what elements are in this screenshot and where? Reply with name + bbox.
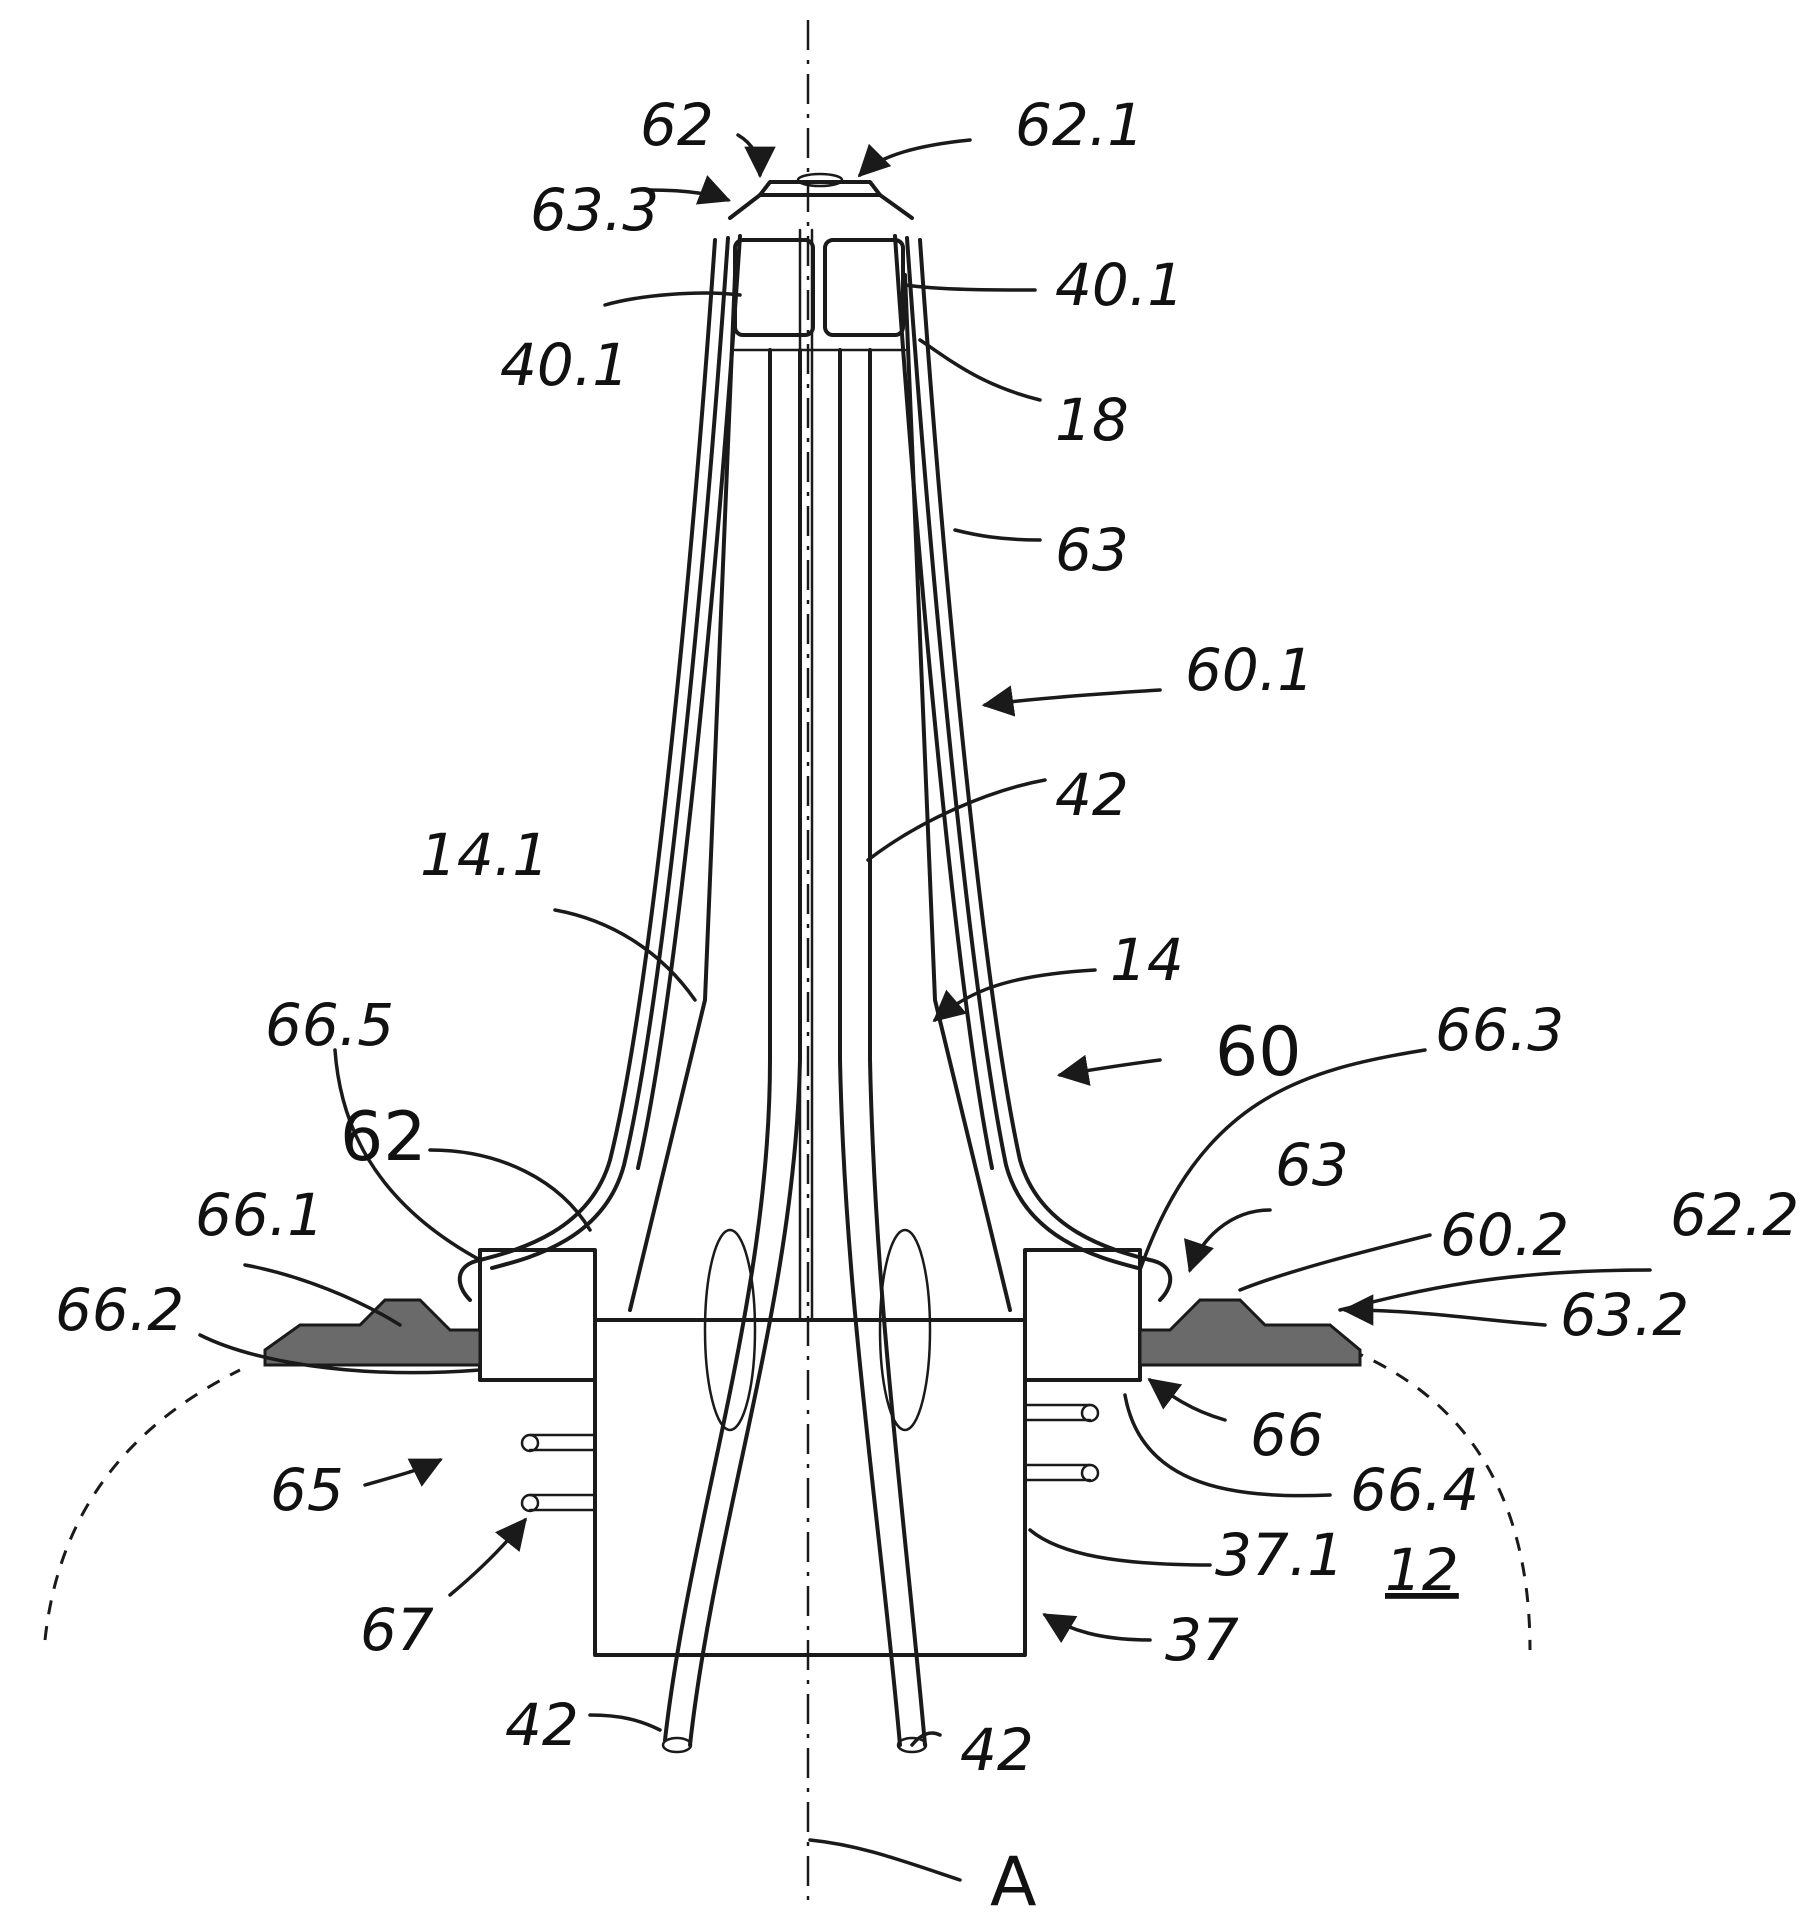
label-66-5: 66.5 [265, 991, 394, 1059]
label-A: A [990, 1843, 1037, 1922]
label-14-1: 14.1 [420, 821, 549, 889]
label-66-3: 66.3 [1435, 996, 1564, 1064]
housing-outline-dashed [45, 1370, 240, 1640]
label-42-right: 42 [960, 1716, 1034, 1784]
label-66-2: 66.2 [55, 1276, 184, 1344]
label-14: 14 [1110, 926, 1184, 994]
label-12: 12 [1385, 1536, 1459, 1604]
label-67: 67 [360, 1596, 434, 1664]
label-62-1: 62.1 [1015, 91, 1144, 159]
studs [522, 1405, 1098, 1511]
label-60: 60 [1215, 1013, 1302, 1092]
label-40-1-left: 40.1 [500, 331, 629, 399]
label-62-left: 62 [340, 1098, 427, 1177]
collar-right [1025, 1250, 1140, 1380]
label-63-right: 63 [1275, 1131, 1349, 1199]
label-63-2: 63.2 [1560, 1281, 1689, 1349]
label-66: 66 [1250, 1401, 1324, 1469]
label-37-1: 37.1 [1215, 1521, 1344, 1589]
body-37 [595, 1320, 1025, 1655]
label-40-1-right: 40.1 [1055, 251, 1184, 319]
label-42-left: 42 [505, 1691, 579, 1759]
label-18: 18 [1055, 386, 1129, 454]
label-66-4: 66.4 [1350, 1456, 1479, 1524]
label-62-2: 62.2 [1670, 1181, 1799, 1249]
block-40-1-right [825, 240, 903, 335]
label-60-2: 60.2 [1440, 1201, 1569, 1269]
label-37: 37 [1165, 1606, 1239, 1674]
label-65: 65 [270, 1456, 344, 1524]
label-63-top: 63 [1055, 516, 1129, 584]
label-60-1: 60.1 [1185, 636, 1314, 704]
label-62-top: 62 [640, 91, 714, 159]
flange-right [1140, 1300, 1360, 1365]
tubes-42 [663, 230, 930, 1752]
label-66-1: 66.1 [195, 1181, 324, 1249]
label-63-3: 63.3 [530, 176, 659, 244]
collar-left [480, 1250, 595, 1380]
block-40-1-left [735, 240, 813, 335]
label-42-mid: 42 [1055, 761, 1129, 829]
